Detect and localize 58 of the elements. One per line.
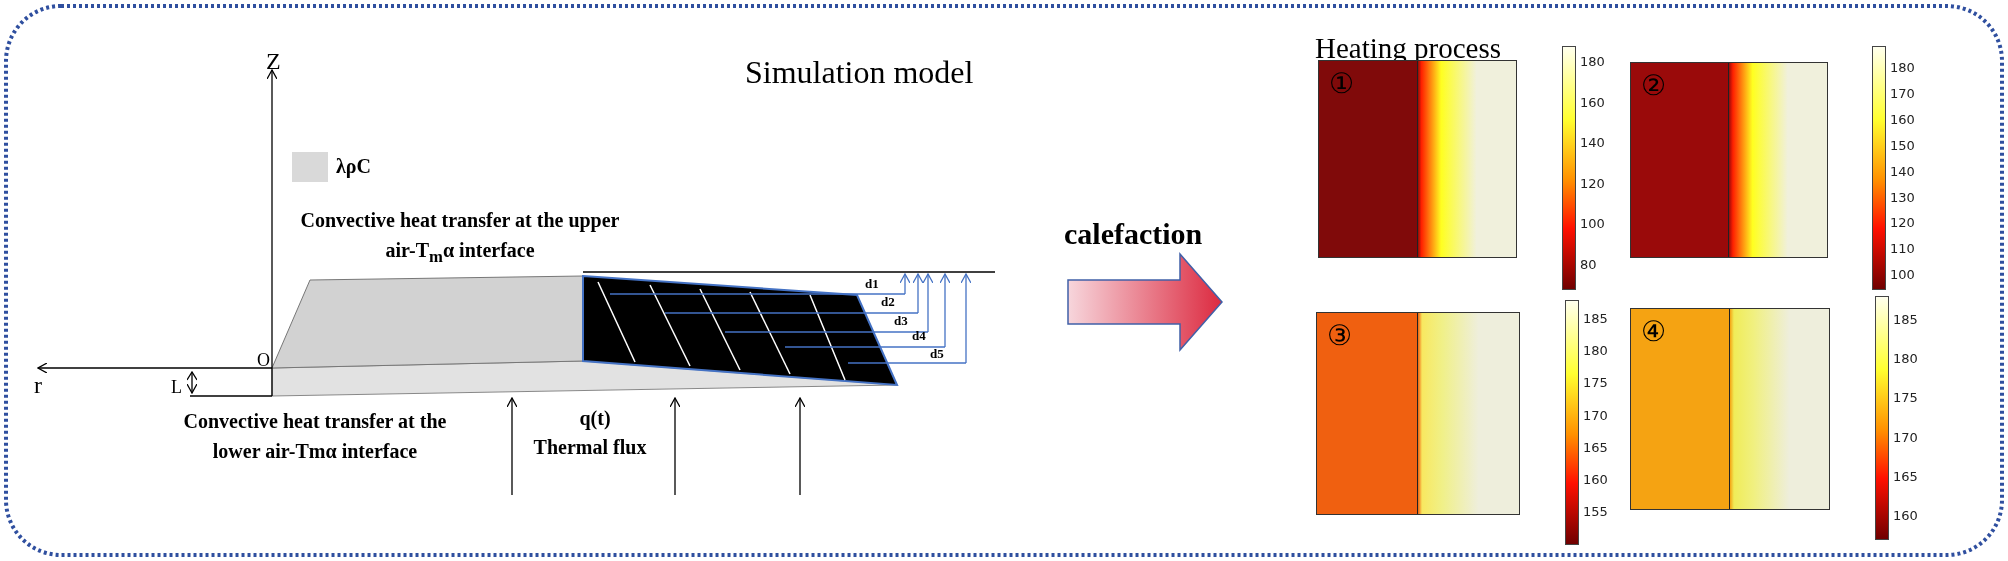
scale-tick-label: 155 [1583,504,1608,520]
heat-map [1630,62,1828,258]
dimension-label: d2 [881,294,895,310]
legend-label: λρC [336,155,371,178]
scale-tick-label: 170 [1583,407,1608,423]
scale-tick-label: 180 [1890,60,1915,75]
scale-tick-label: 140 [1890,163,1915,179]
scale-tick-label: 175 [1893,390,1918,406]
step-number: ① [1329,67,1355,100]
scale-tick-label: 185 [1583,311,1608,326]
edge-label: calefaction [1064,217,1203,251]
note-text: Convective heat transfer at the lower air-Tmα interface [182,409,448,464]
axis-label: r [34,372,42,399]
step-number: ③ [1327,319,1353,352]
scale-tick-label: 130 [1890,189,1915,205]
scale-tick-label: 170 [1890,85,1915,101]
scale-tick-label: 110 [1890,241,1915,257]
scale-tick-label: 180 [1580,54,1605,69]
dimension-label: d4 [912,328,926,344]
flux-label: q(t) [578,407,612,430]
color-scale-bar [1875,296,1889,540]
note-text: Convective heat transfer at the upper air-T$_{m}$α interface [299,208,621,268]
scale-tick-label: 160 [1893,508,1918,523]
dimension-label: d5 [930,346,944,362]
scale-tick-label: 160 [1583,472,1608,487]
color-scale-bar [1872,46,1886,290]
axis-label: Z [266,48,281,75]
scale-tick-label: 140 [1580,135,1605,151]
scale-tick-label: 165 [1893,468,1918,484]
scale-tick-label: 160 [1580,94,1605,110]
heat-map [1630,308,1830,510]
heat-map [1316,312,1520,515]
scale-tick-label: 180 [1583,343,1608,359]
scale-tick-label: 80 [1580,257,1597,272]
axis-label: L [171,377,182,398]
scale-tick-label: 170 [1893,429,1918,445]
panel-heading: Heating process [1315,32,1502,65]
scale-tick-label: 175 [1583,375,1608,391]
dimension-label: d3 [894,313,908,329]
scale-tick-label: 180 [1893,351,1918,367]
step-number: ② [1641,69,1667,102]
scale-tick-label: 120 [1580,175,1605,191]
scale-tick-label: 120 [1890,215,1915,231]
scale-tick-label: 160 [1890,111,1915,127]
scale-tick-label: 185 [1893,312,1918,327]
scale-tick-label: 165 [1583,439,1608,455]
block-arrow [1067,252,1223,352]
color-scale-bar [1562,46,1576,290]
scale-tick-label: 100 [1580,216,1605,232]
flux-label: Thermal flux [532,436,648,459]
heat-map [1318,60,1517,258]
dimension-label: d1 [865,276,879,292]
scale-tick-label: 150 [1890,137,1915,153]
step-number: ④ [1641,315,1667,348]
axis-label: O [257,350,270,371]
panel-heading: Simulation model [745,54,974,91]
color-scale-bar [1565,300,1579,545]
scale-tick-label: 100 [1890,267,1915,283]
